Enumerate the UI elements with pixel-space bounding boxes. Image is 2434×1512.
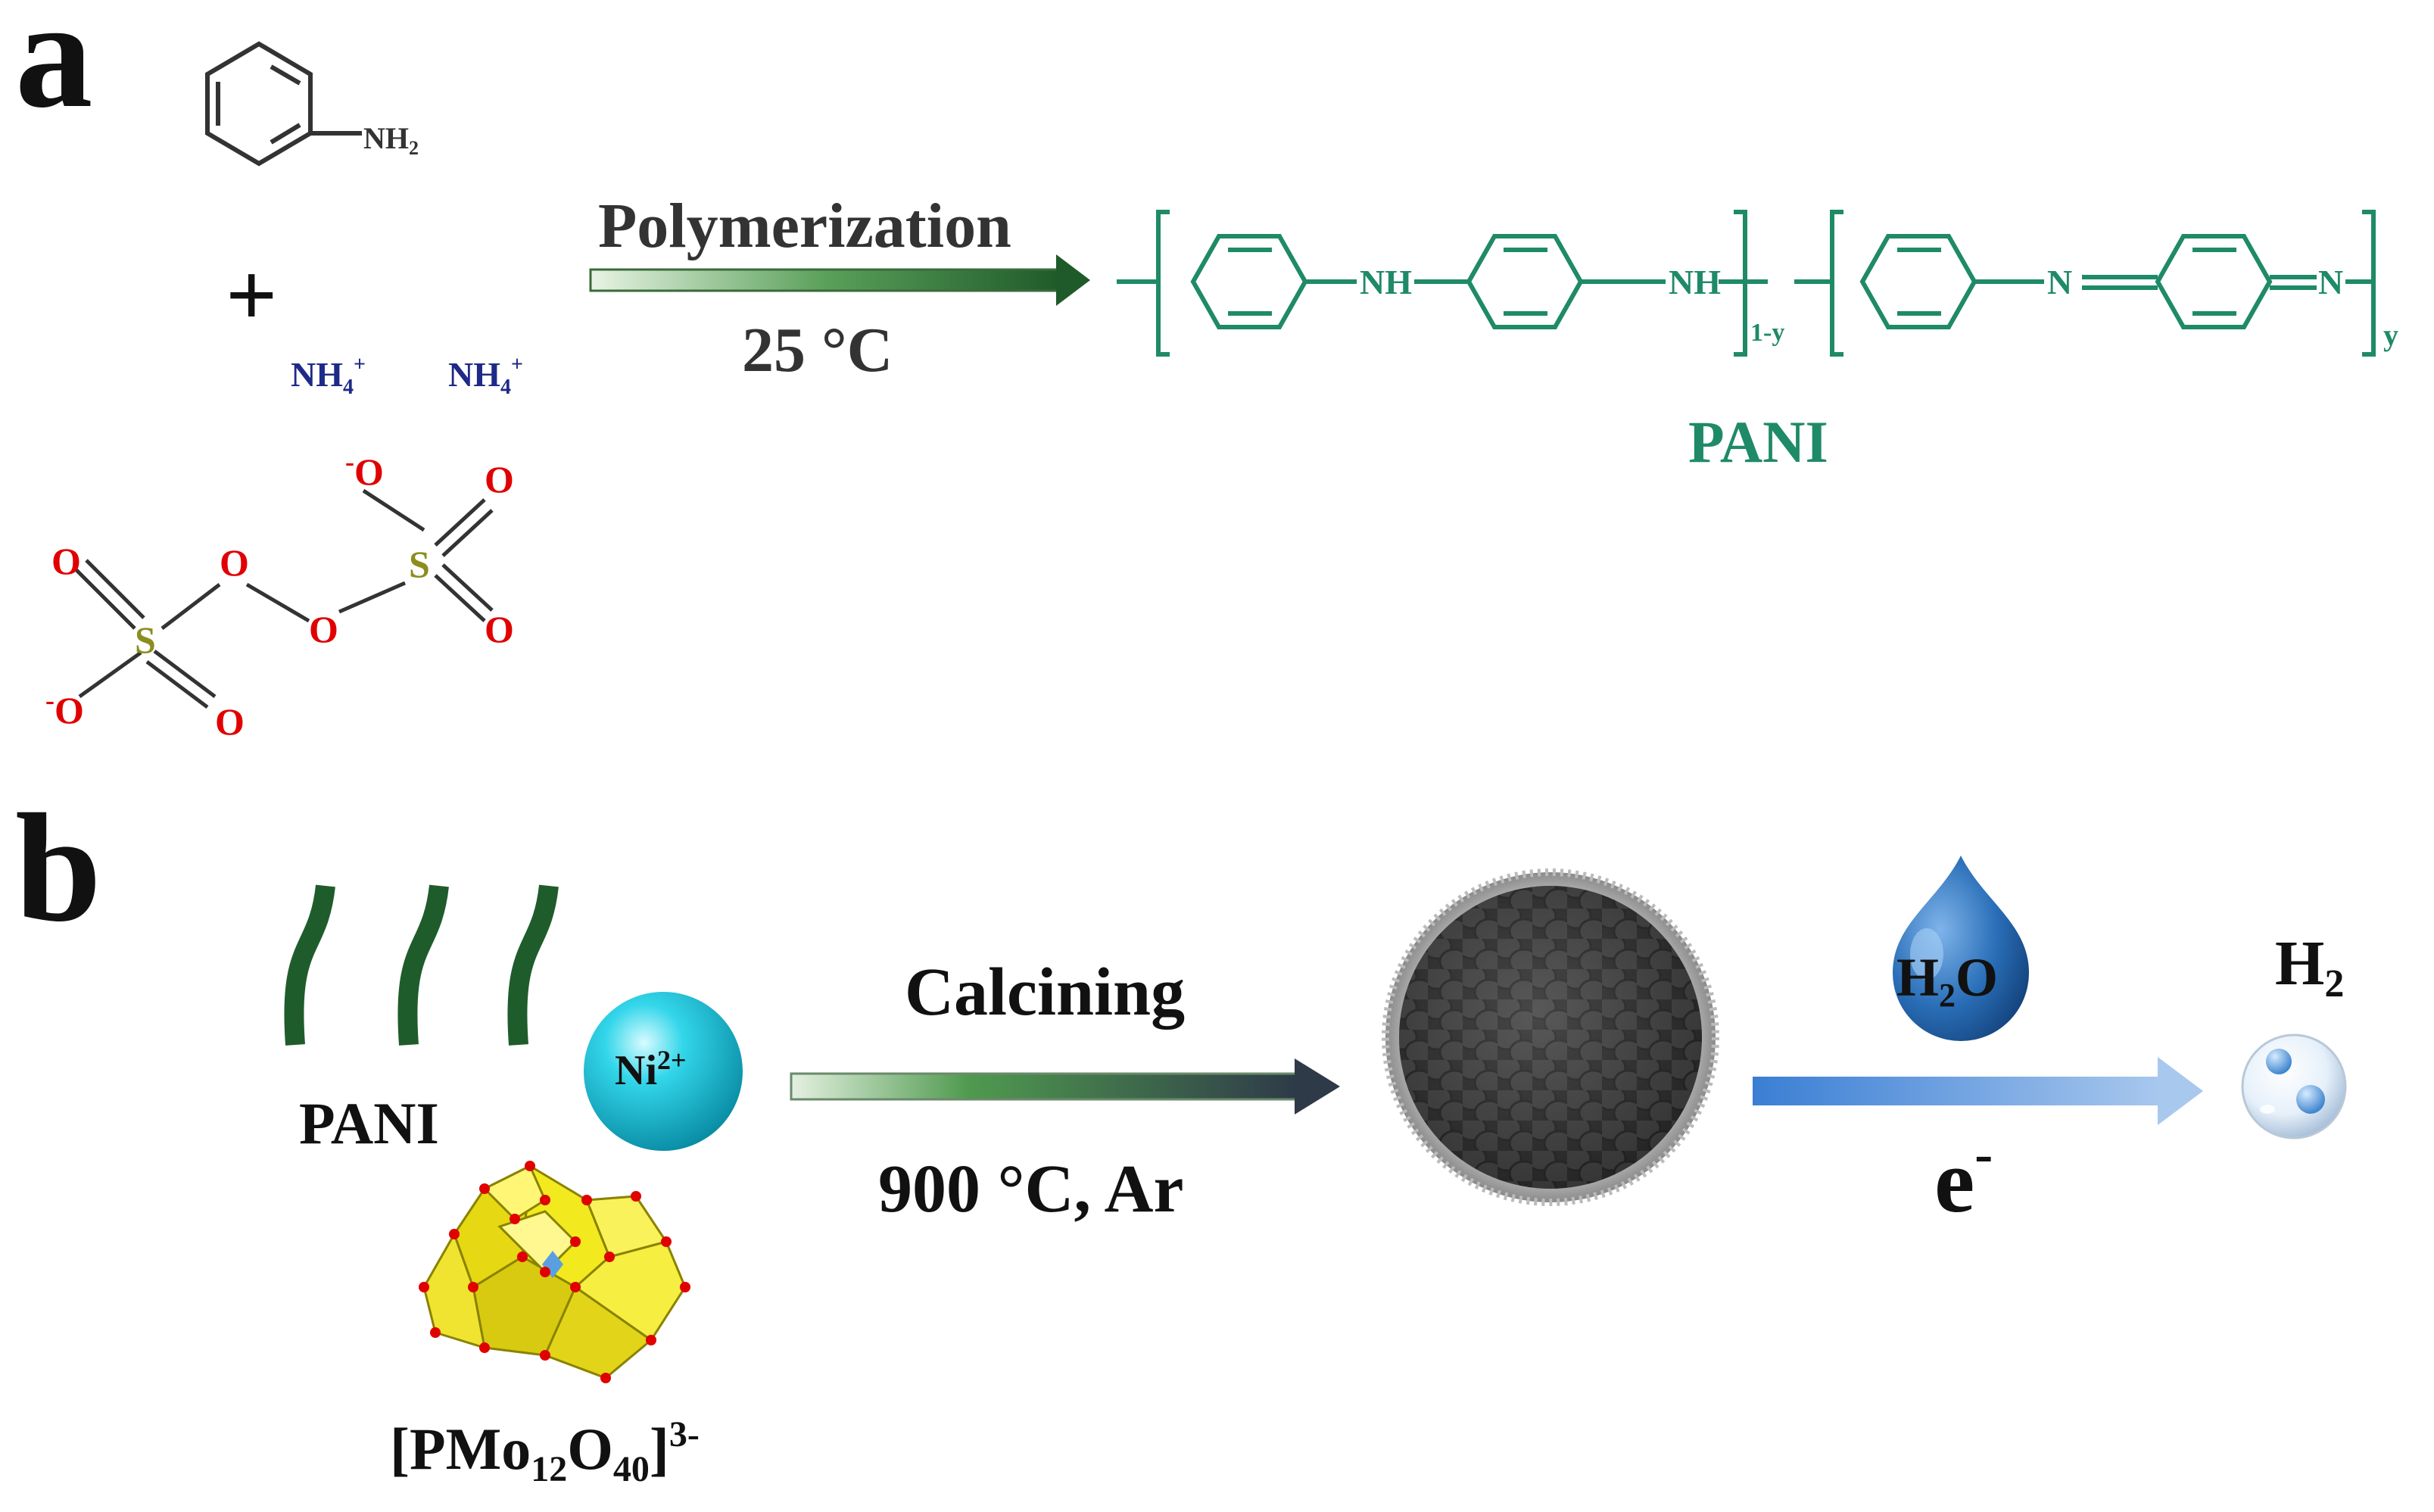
svg-text:O: O	[51, 540, 81, 582]
svg-text:O: O	[485, 458, 514, 500]
water-droplet: H2O	[1893, 856, 2029, 1041]
svg-text:-O: -O	[45, 685, 84, 731]
pani-structure	[1117, 210, 2376, 357]
ammonium-ion-1: NH4+	[291, 353, 366, 399]
svg-text:S: S	[135, 619, 156, 661]
svg-text:O: O	[215, 700, 245, 743]
pani-atom-labels: NH NH N N	[1360, 263, 2343, 301]
svg-text:-O: -O	[345, 447, 384, 493]
hydrogen-evolution-arrow	[1753, 1057, 2203, 1125]
persulfate-anion: O S O O S -O O O -O O	[45, 447, 514, 743]
hydrogen-label: H2	[2275, 928, 2344, 1005]
svg-text:N: N	[2318, 263, 2343, 301]
panel-b-label: b	[15, 782, 101, 954]
pani-fibers	[284, 884, 559, 1046]
ammonium-ion-2: NH4+	[448, 353, 523, 399]
carbon-nanosphere	[1382, 868, 1719, 1206]
svg-text:S: S	[409, 543, 430, 585]
polymerization-temperature: 25 °C	[742, 315, 893, 385]
svg-text:Ni2+: Ni2+	[615, 1045, 687, 1094]
svg-text:N: N	[2047, 263, 2072, 301]
pani-product-label: PANI	[1688, 409, 1828, 475]
svg-text:O: O	[309, 608, 338, 650]
pom-formula: [PMo12O40]3-	[390, 1414, 700, 1489]
hydrogen-bubble	[2241, 1033, 2347, 1139]
ni-ion-sphere: Ni2+	[584, 992, 743, 1151]
aniline-nh2-label: NH2	[363, 121, 419, 159]
polyoxometalate-cluster	[422, 1164, 687, 1380]
calcining-label: Calcining	[905, 955, 1185, 1030]
panel-a-label: a	[15, 0, 93, 140]
aniline-molecule	[205, 41, 362, 167]
pani-fiber-label: PANI	[299, 1090, 439, 1156]
pani-subscript-1y: 1-y	[1750, 319, 1784, 347]
calcining-conditions: 900 °C, Ar	[878, 1152, 1183, 1227]
svg-text:O: O	[485, 608, 514, 650]
pom-oxygen-dots	[419, 1161, 690, 1383]
calcining-arrow	[790, 1058, 1340, 1115]
electron-label: e-	[1934, 1124, 1993, 1231]
polymerization-label: Polymerization	[598, 191, 1011, 261]
plus-sign: +	[226, 245, 277, 345]
svg-text:H2O: H2O	[1896, 947, 1998, 1014]
svg-text:O: O	[220, 541, 249, 584]
svg-text:NH: NH	[1360, 263, 1412, 301]
pani-subscript-y: y	[2383, 318, 2398, 352]
svg-text:NH: NH	[1669, 263, 1721, 301]
polymerization-arrow	[589, 254, 1090, 306]
